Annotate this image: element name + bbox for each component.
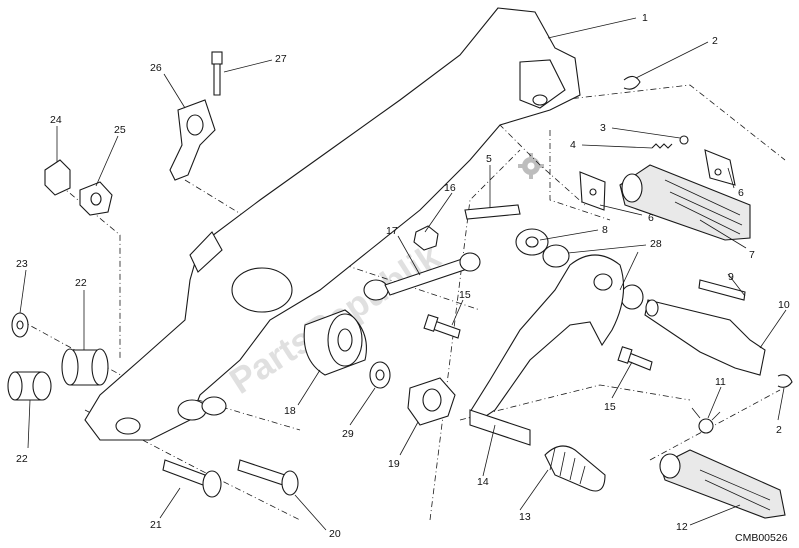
bolt-15-lower [617, 346, 653, 371]
gear-icon [518, 153, 544, 179]
callout-26: 26 [150, 62, 162, 74]
bushing-22-upper [61, 348, 109, 386]
callout-18: 18 [284, 405, 296, 417]
bolt-20 [237, 459, 299, 496]
callout-13: 13 [519, 511, 531, 523]
callout-15-lower: 15 [604, 401, 616, 413]
drawing-code: CMB00526 [735, 532, 788, 544]
callout-1: 1 [642, 12, 648, 24]
callout-6-right: 6 [738, 187, 744, 199]
washer-23 [11, 312, 29, 338]
callout-19: 19 [388, 458, 400, 470]
nut-16 [413, 225, 439, 251]
detent-ball [679, 135, 689, 145]
washer-29 [369, 361, 391, 389]
footpeg-plate-right [704, 149, 736, 186]
callout-29: 29 [342, 428, 354, 440]
washer-8 [515, 228, 549, 256]
callout-4: 4 [570, 139, 576, 151]
callout-11: 11 [715, 376, 726, 388]
callout-9: 9 [728, 271, 734, 283]
footpeg-pivot [644, 299, 766, 376]
callout-28: 28 [650, 238, 662, 250]
callout-25: 25 [114, 124, 126, 136]
nut-25 [79, 181, 113, 216]
callout-20: 20 [329, 528, 341, 540]
gear-shift-lever [469, 254, 625, 446]
bolt-27 [211, 51, 223, 96]
callout-10: 10 [778, 299, 790, 311]
gear-lever-rubber [544, 445, 606, 492]
callout-22-lower: 22 [16, 453, 28, 465]
footpeg-plate-left [579, 171, 606, 211]
bolt-21 [162, 459, 222, 498]
return-spring [691, 407, 721, 434]
bushing-22-lower [7, 371, 52, 401]
callout-6-left: 6 [648, 212, 654, 224]
bushing-18 [303, 309, 367, 376]
callout-17: 17 [386, 225, 398, 237]
callout-21: 21 [150, 519, 162, 531]
callout-24: 24 [50, 114, 62, 126]
rider-footpeg [619, 164, 751, 241]
callout-3: 3 [600, 122, 606, 134]
nut-24 [44, 159, 71, 196]
linkage-rod [363, 252, 481, 301]
callout-8: 8 [602, 224, 608, 236]
bolt-15-upper [423, 314, 461, 339]
callout-7: 7 [749, 249, 755, 261]
callout-5: 5 [486, 153, 492, 165]
callout-12: 12 [676, 521, 688, 533]
flange-nut-19 [407, 377, 456, 426]
callout-27: 27 [275, 53, 287, 65]
callout-labels: 1 2 3 4 5 6 6 7 8 9 10 11 12 13 14 15 15… [16, 12, 790, 540]
callout-2-lower: 2 [776, 424, 782, 436]
pivot-pin [464, 204, 521, 220]
callout-22-upper: 22 [75, 277, 87, 289]
leader-lines [19, 17, 787, 531]
callout-15-upper: 15 [459, 289, 471, 301]
o-ring-28 [542, 244, 644, 310]
retaining-clip-top [623, 75, 641, 90]
retaining-clip-lower [777, 374, 793, 388]
callout-16: 16 [444, 182, 456, 194]
footpeg-bracket [84, 7, 581, 441]
callout-2: 2 [712, 35, 718, 47]
footpeg-pin [698, 279, 746, 301]
rod-end-26 [169, 99, 216, 181]
passenger-footpeg [659, 449, 786, 519]
callout-14: 14 [477, 476, 489, 488]
detent-spring [651, 143, 673, 149]
callout-23: 23 [16, 258, 28, 270]
